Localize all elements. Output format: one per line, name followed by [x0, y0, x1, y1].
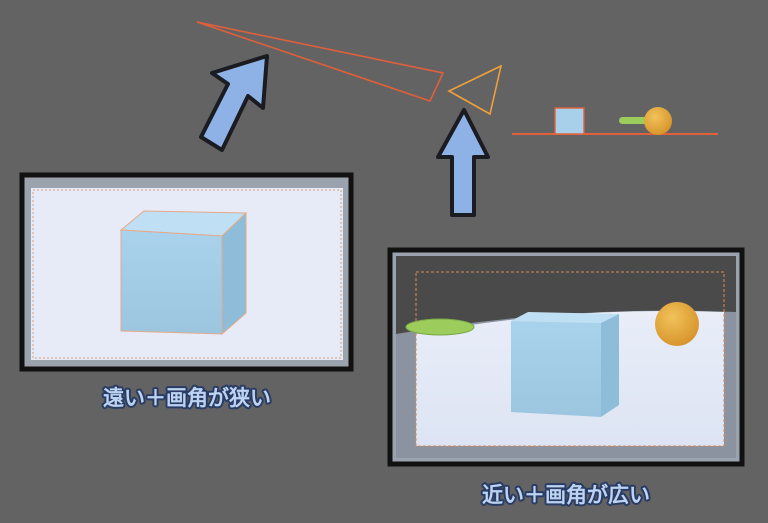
top-cube	[554, 107, 585, 135]
panel-far-narrow	[19, 172, 354, 372]
caption-far-narrow: 遠い＋画角が狭い	[103, 386, 271, 410]
top-capsule	[619, 117, 651, 124]
panel-near-wide	[387, 247, 745, 467]
right-capsule	[405, 318, 475, 336]
right-sphere	[655, 302, 699, 346]
left-cube	[119, 210, 248, 336]
right-cube	[511, 312, 619, 417]
frustum-far-narrow	[196, 21, 445, 102]
caption-near-wide: 近い＋画角が広い	[482, 483, 650, 507]
arrow-up-right-icon	[199, 54, 269, 152]
frustum-near-wide	[447, 64, 503, 116]
arrow-up-icon	[436, 108, 490, 217]
top-sphere	[644, 107, 672, 135]
